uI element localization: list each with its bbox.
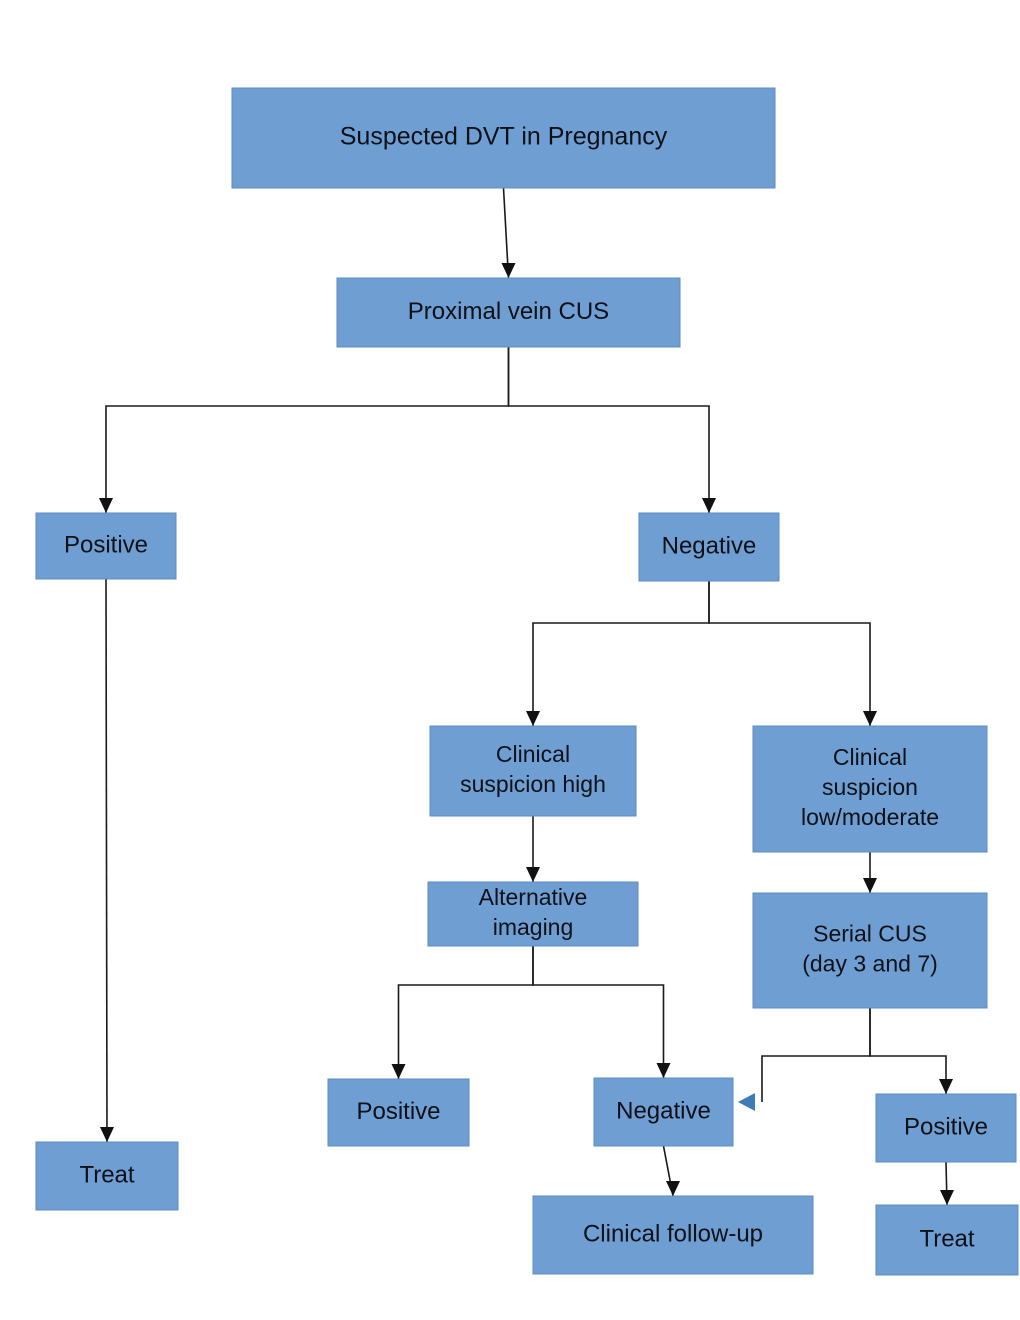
node-box-cus [336, 277, 681, 348]
node-label-susp-high: suspicion high [460, 771, 606, 797]
node-label-neg-top: Negative [662, 532, 757, 559]
arrowhead-icon [501, 263, 516, 278]
arrowhead-icon [940, 1190, 954, 1205]
node-treat-right[interactable]: Treat [875, 1204, 1019, 1276]
node-susp-low[interactable]: Clinical suspicion low/moderate [752, 725, 988, 853]
arrowhead-icon [939, 1079, 953, 1094]
node-serial-cus[interactable]: Serial CUS (day 3 and 7) [752, 892, 988, 1009]
node-label-serial-cus: (day 3 and 7) [802, 951, 938, 977]
node-cus[interactable]: Proximal vein CUS [336, 277, 681, 348]
node-label-susp-low: suspicion [822, 774, 918, 800]
node-box-alt-imaging [427, 881, 639, 947]
edge-e-cus-positive [99, 347, 510, 513]
node-pos-top[interactable]: Positive [35, 512, 177, 580]
arrowhead-icon [863, 711, 877, 726]
node-label-pos-top: Positive [64, 531, 148, 558]
node-box-pos-serial [875, 1093, 1017, 1163]
arrowhead-icon [526, 867, 540, 882]
arrowhead-icon [666, 1181, 680, 1196]
node-pos-alt[interactable]: Positive [327, 1078, 470, 1147]
node-label-treat-left: Treat [79, 1161, 134, 1188]
edge-e-altimaging-positive [391, 946, 534, 1079]
edge-e-posserial-treat [940, 1161, 954, 1206]
connector-line [105, 578, 108, 1143]
connector-line [532, 946, 665, 1078]
edge-e-altimaging-negative [532, 946, 671, 1078]
node-label-susp-low: Clinical [833, 744, 907, 770]
node-neg-top[interactable]: Negative [638, 512, 780, 582]
connector-line [869, 1008, 947, 1094]
edge-e-serialcus-negative [738, 1008, 871, 1111]
arrowhead-icon [99, 498, 113, 513]
connector-line [532, 581, 710, 726]
node-label-cus: Proximal vein CUS [408, 298, 609, 325]
edge-layer [99, 187, 954, 1206]
edge-e-susplow-serialcus [863, 852, 877, 893]
node-followup[interactable]: Clinical follow-up [532, 1195, 814, 1275]
node-label-pos-serial: Positive [904, 1113, 988, 1140]
node-suspected[interactable]: Suspected DVT in Pregnancy [231, 87, 776, 189]
node-label-alt-imaging: imaging [493, 914, 574, 940]
node-box-susp-low [752, 725, 988, 853]
edge-e-negative-susplow [708, 581, 877, 726]
arrowhead-icon [863, 878, 877, 893]
node-box-serial-cus [752, 892, 988, 1009]
node-label-treat-right: Treat [919, 1225, 974, 1252]
node-label-neg-alt: Negative [616, 1097, 711, 1124]
edge-e-negalt-followup [662, 1145, 680, 1197]
node-box-suspected [231, 87, 776, 189]
node-box-pos-top [35, 512, 177, 580]
connector-line [397, 946, 534, 1079]
edge-e-serialcus-positive [869, 1008, 953, 1094]
node-pos-serial[interactable]: Positive [875, 1093, 1017, 1163]
node-label-suspected: Suspected DVT in Pregnancy [340, 123, 668, 151]
arrowhead-icon [702, 498, 716, 513]
node-box-neg-alt [593, 1077, 734, 1147]
node-label-susp-low: low/moderate [801, 804, 939, 830]
arrowhead-icon [656, 1063, 671, 1078]
node-box-followup [532, 1195, 814, 1275]
node-label-alt-imaging: Alternative [479, 884, 588, 910]
node-label-susp-high: Clinical [496, 741, 570, 767]
node-box-neg-top [638, 512, 780, 582]
edge-e-suspected-cus [501, 187, 516, 279]
edge-e-postop-treat [100, 578, 114, 1143]
node-susp-high[interactable]: Clinical suspicion high [429, 725, 637, 817]
node-box-pos-alt [327, 1078, 470, 1147]
edge-e-negative-susphigh [526, 581, 710, 726]
edge-e-cus-negative [507, 347, 716, 513]
node-label-pos-alt: Positive [356, 1098, 440, 1125]
edge-e-susphigh-altimaging [526, 816, 540, 882]
connector-line [507, 347, 710, 513]
node-neg-alt[interactable]: Negative [593, 1077, 734, 1147]
arrowhead-blue-icon [738, 1093, 755, 1111]
connector-line [708, 581, 871, 726]
arrowhead-icon [100, 1127, 114, 1142]
connector-line [105, 347, 510, 513]
node-label-followup: Clinical follow-up [583, 1220, 763, 1247]
node-alt-imaging[interactable]: Alternative imaging [427, 881, 639, 947]
arrowhead-icon [391, 1064, 406, 1079]
node-box-susp-high [429, 725, 637, 817]
node-treat-left[interactable]: Treat [35, 1141, 179, 1211]
node-box-treat-right [875, 1204, 1019, 1276]
node-box-treat-left [35, 1141, 179, 1211]
node-label-serial-cus: Serial CUS [813, 921, 927, 947]
connector-line [761, 1008, 871, 1102]
arrowhead-icon [526, 711, 540, 726]
